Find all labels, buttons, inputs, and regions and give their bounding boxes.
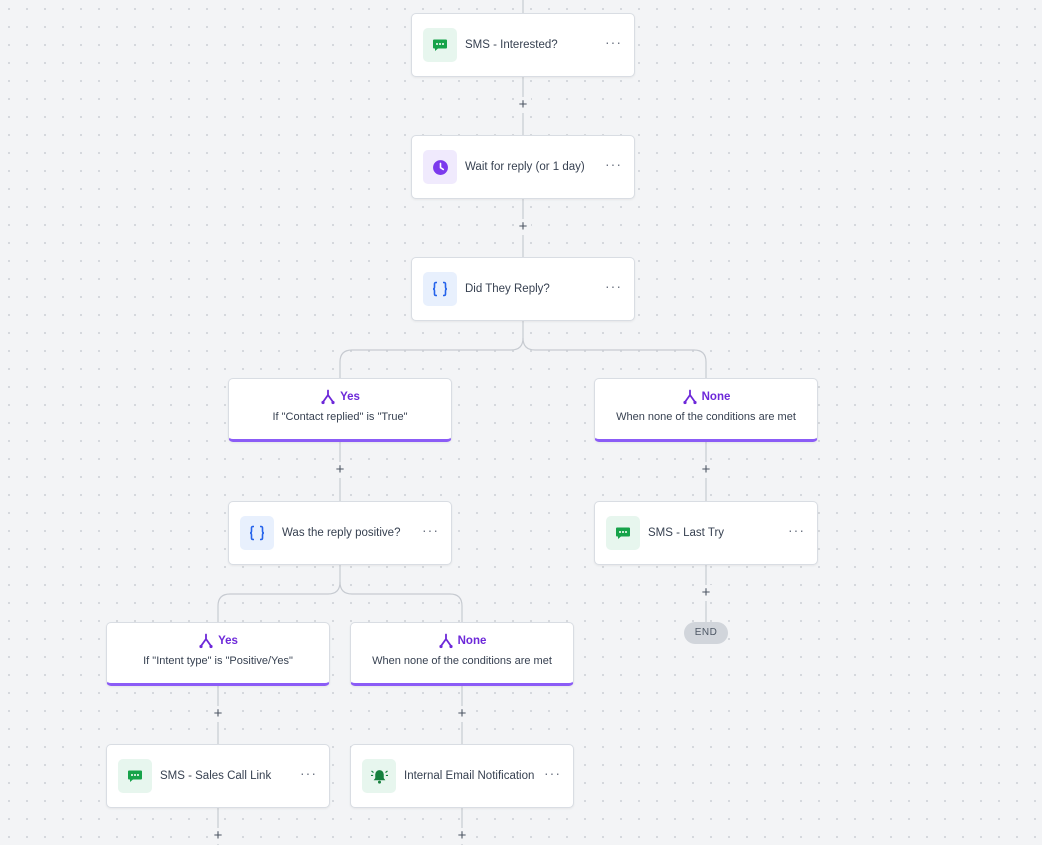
condition-icon-box — [240, 516, 274, 550]
wait-icon-box — [423, 150, 457, 184]
step-wait-for-reply[interactable]: Wait for reply (or 1 day) ··· — [411, 135, 635, 199]
clock-icon — [432, 159, 448, 175]
branch-name: Yes — [218, 635, 238, 647]
add-step-button[interactable]: + — [454, 706, 470, 722]
branch-intent-yes[interactable]: Yes If "Intent type" is "Positive/Yes" — [106, 622, 330, 686]
more-options-icon[interactable]: ··· — [605, 156, 622, 172]
end-marker: END — [684, 622, 728, 644]
sms-icon-box — [118, 759, 152, 793]
notification-icon-box — [362, 759, 396, 793]
chat-bubble-icon — [128, 770, 142, 782]
more-options-icon[interactable]: ··· — [605, 34, 622, 50]
chat-bubble-icon — [433, 39, 447, 51]
branch-icon — [683, 389, 697, 405]
sms-icon-box — [606, 516, 640, 550]
step-label: Did They Reply? — [465, 283, 550, 295]
bell-icon — [370, 769, 388, 784]
branch-name: Yes — [340, 391, 360, 403]
step-sms-last-try[interactable]: SMS - Last Try ··· — [594, 501, 818, 565]
chat-bubble-icon — [616, 527, 630, 539]
branch-condition: When none of the conditions are met — [616, 411, 796, 423]
branch-icon — [439, 633, 453, 649]
step-label: Wait for reply (or 1 day) — [465, 161, 585, 173]
add-step-button[interactable]: + — [698, 585, 714, 601]
step-sms-interested[interactable]: SMS - Interested? ··· — [411, 13, 635, 77]
step-did-they-reply[interactable]: Did They Reply? ··· — [411, 257, 635, 321]
branch-icon — [199, 633, 213, 649]
add-step-button[interactable]: + — [332, 462, 348, 478]
add-step-button[interactable]: + — [210, 828, 226, 844]
add-step-button[interactable]: + — [454, 828, 470, 844]
branch-condition: If "Contact replied" is "True" — [272, 411, 408, 423]
branch-contact-replied-yes[interactable]: Yes If "Contact replied" is "True" — [228, 378, 452, 442]
braces-icon — [249, 525, 265, 541]
step-label: Internal Email Notification — [404, 770, 535, 782]
braces-icon — [432, 281, 448, 297]
branch-icon — [321, 389, 335, 405]
sms-icon-box — [423, 28, 457, 62]
add-step-button[interactable]: + — [515, 97, 531, 113]
step-was-reply-positive[interactable]: Was the reply positive? ··· — [228, 501, 452, 565]
branch-condition: When none of the conditions are met — [372, 655, 552, 667]
branch-name: None — [457, 635, 487, 647]
more-options-icon[interactable]: ··· — [544, 765, 561, 781]
step-label: Was the reply positive? — [282, 527, 401, 539]
branch-intent-none[interactable]: None When none of the conditions are met — [350, 622, 574, 686]
more-options-icon[interactable]: ··· — [788, 522, 805, 538]
step-sms-sales-call-link[interactable]: SMS - Sales Call Link ··· — [106, 744, 330, 808]
more-options-icon[interactable]: ··· — [422, 522, 439, 538]
branch-contact-replied-none[interactable]: None When none of the conditions are met — [594, 378, 818, 442]
add-step-button[interactable]: + — [210, 706, 226, 722]
more-options-icon[interactable]: ··· — [605, 278, 622, 294]
branch-condition: If "Intent type" is "Positive/Yes" — [143, 655, 293, 667]
add-step-button[interactable]: + — [698, 462, 714, 478]
step-internal-email-notification[interactable]: Internal Email Notification ··· — [350, 744, 574, 808]
step-label: SMS - Interested? — [465, 39, 558, 51]
branch-name: None — [701, 391, 731, 403]
add-step-button[interactable]: + — [515, 219, 531, 235]
more-options-icon[interactable]: ··· — [300, 765, 317, 781]
step-label: SMS - Last Try — [648, 527, 725, 539]
condition-icon-box — [423, 272, 457, 306]
step-label: SMS - Sales Call Link — [160, 770, 272, 782]
